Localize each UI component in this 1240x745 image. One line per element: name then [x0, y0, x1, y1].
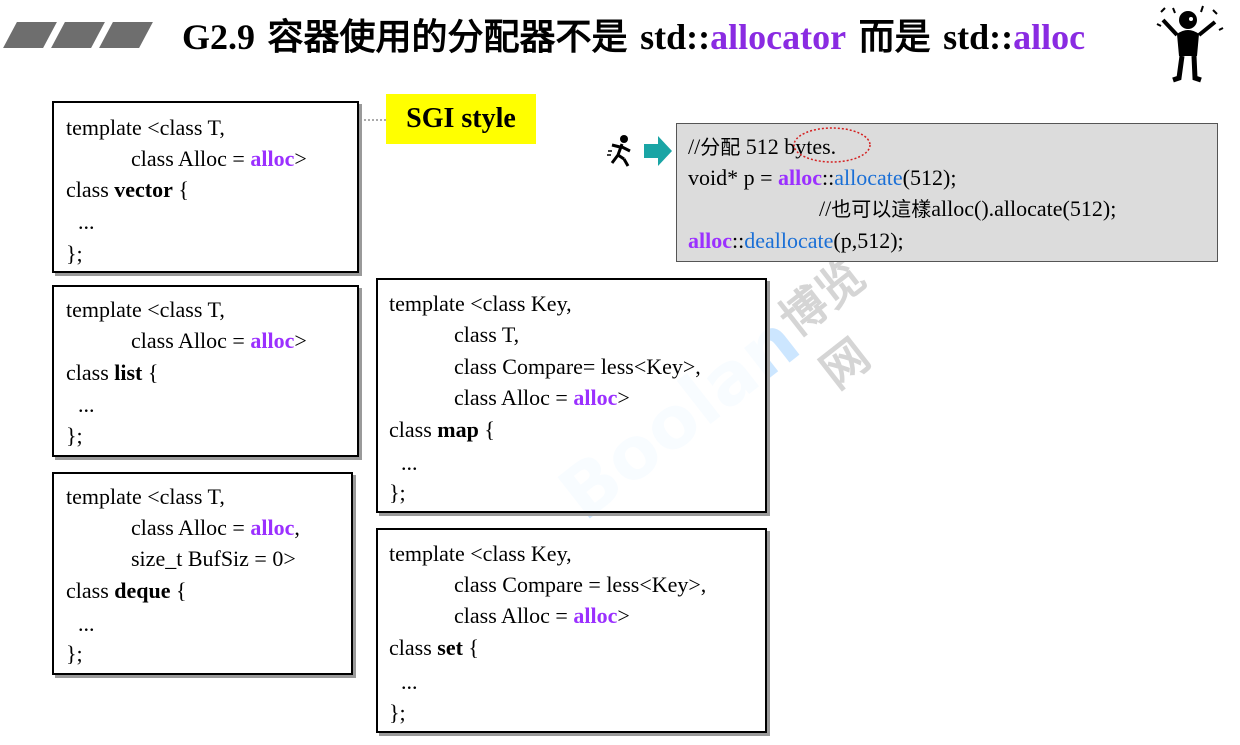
code-line: ...	[401, 450, 418, 475]
alloc-usage-panel: //分配 512 bytes. void* p = alloc::allocat…	[676, 123, 1218, 262]
code-line: template <class T,	[66, 484, 225, 509]
code-line: };	[66, 241, 83, 266]
code-line: ...	[401, 669, 418, 694]
set-code-box: template <class Key, class Compare = les…	[376, 528, 767, 733]
vector-code-box: template <class T, class Alloc = alloc> …	[52, 101, 359, 273]
title-text-2: 而是	[846, 17, 944, 58]
code-line: class Alloc = alloc>	[454, 385, 630, 410]
code-line: class Alloc = alloc,	[131, 515, 300, 540]
code-line: template <class T,	[66, 115, 225, 140]
title-bar-decoration-3	[99, 22, 153, 48]
code-line: class Alloc = alloc>	[131, 328, 307, 353]
runner-figure-icon	[607, 135, 631, 167]
list-code-box: template <class T, class Alloc = alloc> …	[52, 285, 359, 457]
code-line: class Alloc = alloc>	[454, 603, 630, 628]
code-line: class Alloc = alloc>	[131, 146, 307, 171]
code-line: ...	[78, 209, 95, 234]
highlight-circle	[793, 127, 871, 163]
code-line: template <class Key,	[389, 291, 572, 316]
code-line: };	[389, 700, 406, 725]
code-line: ...	[78, 392, 95, 417]
title-ns-1: std::	[640, 17, 711, 57]
code-line: };	[389, 480, 406, 505]
code-line: size_t BufSiz = 0>	[131, 546, 296, 571]
code-line: ...	[78, 611, 95, 636]
deque-code-box: template <class T, class Alloc = alloc, …	[52, 472, 353, 675]
title-allocator: allocator	[710, 17, 847, 57]
code-line: class vector {	[66, 177, 189, 202]
juggler-figure-icon	[1156, 5, 1224, 83]
code-line: template <class Key,	[389, 541, 572, 566]
title-bar-decoration-2	[51, 22, 105, 48]
code-line: };	[66, 641, 83, 666]
code-line: };	[66, 423, 83, 448]
map-code-box: template <class Key, class T, class Comp…	[376, 278, 767, 513]
title-ns-2: std::	[943, 17, 1014, 57]
code-line: class list {	[66, 360, 159, 385]
teal-arrow-icon	[644, 136, 672, 166]
code-line: void* p = alloc::allocate(512);	[688, 165, 957, 190]
title-text-1: 容器使用的分配器不是	[255, 17, 641, 58]
title-bar-decoration-1	[3, 22, 57, 48]
page-title: G2.9 容器使用的分配器不是 std::allocator 而是 std::a…	[182, 12, 1085, 63]
code-line: alloc::deallocate(p,512);	[688, 228, 904, 253]
code-line: //分配 512 bytes.	[688, 134, 837, 159]
code-line: //也可以這樣alloc().allocate(512);	[819, 196, 1117, 221]
code-line: class set {	[389, 635, 479, 660]
code-line: class map {	[389, 417, 495, 442]
title-prefix: G2.9	[182, 17, 256, 57]
sgi-style-label: SGI style	[386, 94, 536, 144]
code-line: class Compare = less<Key>,	[454, 572, 707, 597]
code-line: class T,	[454, 322, 520, 347]
code-line: class deque {	[66, 578, 187, 603]
code-line: template <class T,	[66, 297, 225, 322]
title-alloc: alloc	[1013, 17, 1086, 57]
code-line: class Compare= less<Key>,	[454, 354, 701, 379]
